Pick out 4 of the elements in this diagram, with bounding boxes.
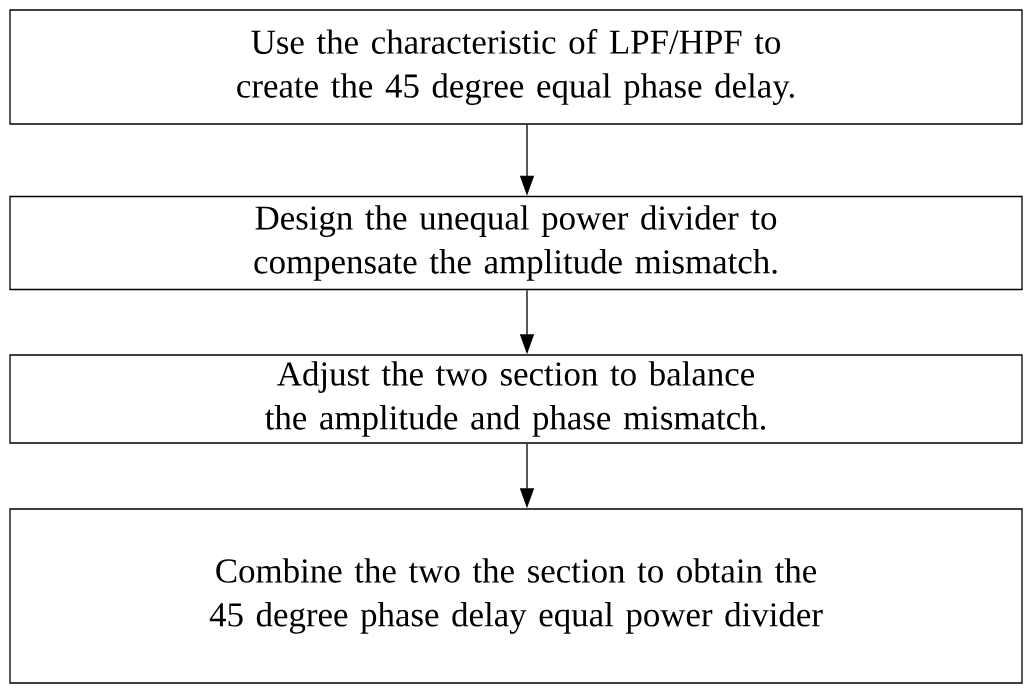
process-box: Adjust the two section to balance the amplitude and phase mismatch.: [9, 354, 1023, 444]
process-box: Design the unequal power divider to compensate the amplitude mismatch.: [9, 195, 1023, 291]
process-box: Use the characteristic of LPF/HPF to create the 45 degree equal phase delay.: [9, 9, 1023, 125]
process-box: Combine the two the section to obtain the 45 degree phase delay equal power divider: [9, 508, 1023, 684]
